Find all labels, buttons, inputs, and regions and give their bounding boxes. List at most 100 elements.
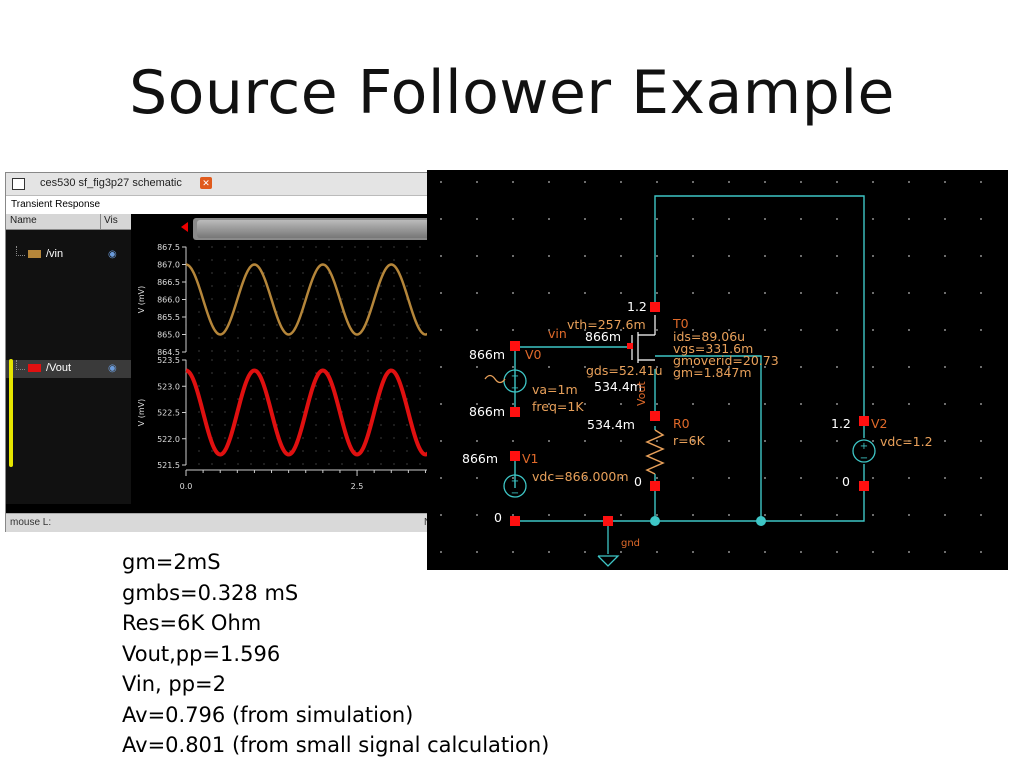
grid-dot <box>836 292 838 294</box>
grid-dot <box>872 514 874 516</box>
plot-grid-dot <box>354 272 356 274</box>
ground-symbol <box>597 521 620 567</box>
plot-grid-dot <box>237 424 239 426</box>
plot-grid-dot <box>198 463 200 465</box>
plot-grid-dot <box>263 259 265 261</box>
grid-dot <box>656 255 658 257</box>
plot-grid-dot <box>367 463 369 465</box>
eye-icon[interactable]: ◉ <box>108 363 117 374</box>
transient-response-label[interactable]: Transient Response <box>11 199 101 210</box>
grid-dot <box>656 440 658 442</box>
scrollbar-thumb[interactable] <box>197 220 444 238</box>
plot-grid-dot <box>380 246 382 248</box>
plot-grid-dot <box>250 463 252 465</box>
plot-grid-dot <box>354 463 356 465</box>
plot-grid-dot <box>406 359 408 361</box>
plot-grid-dot <box>341 324 343 326</box>
grid-dot <box>728 218 730 220</box>
grid-dot <box>980 514 982 516</box>
grid-dot <box>800 255 802 257</box>
plot-grid-dot <box>289 285 291 287</box>
grid-dot <box>584 403 586 405</box>
svg-text:−: − <box>511 383 519 394</box>
plot-grid-dot <box>393 246 395 248</box>
plot-grid-dot <box>328 337 330 339</box>
plot-grid-dot <box>328 298 330 300</box>
signal-list-header: Name Vis <box>6 214 131 230</box>
plot-grid-dot <box>406 385 408 387</box>
eye-icon[interactable]: ◉ <box>108 249 117 260</box>
plot-grid-dot <box>263 272 265 274</box>
plot-grid-dot <box>289 385 291 387</box>
vis-column-header[interactable]: Vis <box>104 215 118 226</box>
plot-grid-dot <box>224 298 226 300</box>
grid-dot <box>440 440 442 442</box>
signal-row-vin[interactable]: /vin ◉ <box>6 246 131 264</box>
grid-dot <box>512 440 514 442</box>
grid-dot <box>944 366 946 368</box>
name-column-header[interactable]: Name <box>10 215 37 226</box>
plot-grid-dot <box>263 350 265 352</box>
plot-grid-dot <box>419 350 421 352</box>
grid-dot <box>620 255 622 257</box>
grid-dot <box>872 477 874 479</box>
grid-dot <box>908 366 910 368</box>
grid-dot <box>476 292 478 294</box>
vdd-value: 1.2 <box>627 299 647 314</box>
plot-grid-dot <box>224 463 226 465</box>
plot-grid-dot <box>419 385 421 387</box>
plot-grid-dot <box>406 437 408 439</box>
plot-grid-dot <box>315 385 317 387</box>
plot-grid-dot <box>237 246 239 248</box>
plot-grid-dot <box>367 424 369 426</box>
signal-row-vout[interactable]: /Vout ◉ <box>6 360 131 378</box>
plot-grid-dot <box>250 246 252 248</box>
plot-grid-dot <box>211 350 213 352</box>
grid-dot <box>836 366 838 368</box>
plot-grid-dot <box>341 463 343 465</box>
plot-grid-dot <box>302 298 304 300</box>
grid-dot <box>908 255 910 257</box>
plot-grid-dot <box>211 311 213 313</box>
plot-grid-dot <box>237 324 239 326</box>
plot-grid-dot <box>224 311 226 313</box>
svg-text:−: − <box>511 488 519 499</box>
gm-label: gm=1.847m <box>673 365 752 380</box>
grid-dot <box>728 403 730 405</box>
grid-dot <box>584 255 586 257</box>
grid-dot <box>800 440 802 442</box>
gmoverid-label: gmoverid=20.73 <box>673 353 779 368</box>
grid-dot <box>764 366 766 368</box>
plot-grid-dot <box>289 463 291 465</box>
plot-grid-dot <box>341 372 343 374</box>
plot-grid-dot <box>367 372 369 374</box>
note-line: gmbs=0.328 mS <box>122 580 299 605</box>
plot-grid-dot <box>393 385 395 387</box>
scroll-left-arrow-icon[interactable] <box>181 222 188 232</box>
grid-dot <box>620 366 622 368</box>
plot-grid-dot <box>328 385 330 387</box>
vout-net-label: Vout <box>635 381 648 406</box>
v0-top-value: 866m <box>469 347 505 362</box>
grid-dot <box>836 440 838 442</box>
grid-dot <box>836 403 838 405</box>
plot-grid-dot <box>380 359 382 361</box>
plot-grid-dot <box>341 437 343 439</box>
plot-grid-dot <box>341 359 343 361</box>
plot-grid-dot <box>354 437 356 439</box>
plot-grid-dot <box>367 298 369 300</box>
plot-grid-dot <box>211 372 213 374</box>
plot-grid-dot <box>354 285 356 287</box>
plot-grid-dot <box>354 298 356 300</box>
plot-grid-dot <box>328 246 330 248</box>
plot-grid-dot <box>341 450 343 452</box>
grid-dot <box>944 292 946 294</box>
plot-grid-dot <box>380 259 382 261</box>
y-axis-label: V (mV) <box>137 286 146 314</box>
grid-dot <box>980 551 982 553</box>
plot-grid-dot <box>315 285 317 287</box>
plot-grid-dot <box>341 398 343 400</box>
vgs-label: vgs=331.6m <box>673 341 753 356</box>
grid-dot <box>692 477 694 479</box>
close-icon[interactable]: ✕ <box>200 177 212 189</box>
